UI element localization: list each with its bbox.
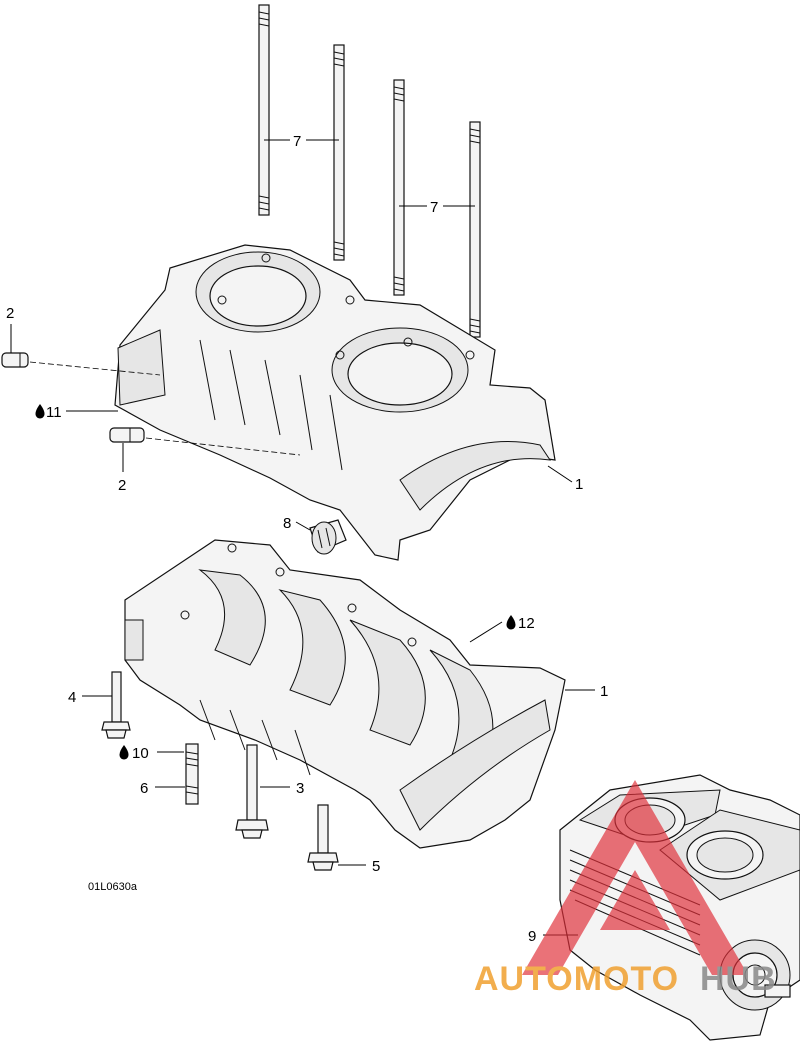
callout-engine: 9 (528, 928, 536, 945)
lower-crankcase (124, 539, 566, 849)
callout-bolt-5: 5 (372, 858, 380, 875)
callout-plug-upper: 2 (6, 305, 14, 322)
stud-2 (333, 44, 345, 261)
leader-lines (10, 139, 595, 936)
watermark-text-orange: AUTOMOTO (474, 960, 679, 998)
bushing (309, 519, 347, 555)
watermark-text-gray: HUB (700, 960, 777, 998)
stud-group (258, 4, 481, 338)
callout-crankcase-upper: 1 (575, 476, 583, 493)
watermark-logo-icon (522, 780, 748, 975)
callout-stud-6: 6 (140, 780, 148, 797)
callout-stud-left: 7 (293, 133, 301, 150)
bolt-3 (235, 744, 269, 839)
oil-drop-icon (35, 404, 45, 419)
bolt-4 (101, 671, 131, 739)
callout-stud-right: 7 (430, 199, 438, 216)
stud-4 (469, 121, 481, 338)
callout-sealant-upper: 11 (46, 404, 62, 421)
plug-upper (1, 352, 29, 368)
callout-plug-lower: 2 (118, 477, 126, 494)
stud-6 (185, 743, 199, 805)
callout-bolt-4: 4 (68, 689, 76, 706)
bolt-5 (307, 804, 339, 871)
callout-sealant-stud: 10 (132, 745, 149, 762)
callout-crankcase-lower: 1 (600, 683, 608, 700)
oil-drop-icon (119, 745, 129, 760)
upper-crankcase (114, 244, 556, 561)
callout-bolt-3: 3 (296, 780, 304, 797)
reference-code: 01L0630a (88, 881, 138, 893)
watermark: AUTOMOTO HUB (474, 780, 777, 998)
callout-bushing: 8 (283, 515, 291, 532)
callout-sealant-lower: 12 (518, 615, 535, 632)
stud-1 (258, 4, 270, 216)
plug-lower (109, 427, 145, 443)
oil-drop-icon (506, 615, 516, 630)
stud-3 (393, 79, 405, 296)
